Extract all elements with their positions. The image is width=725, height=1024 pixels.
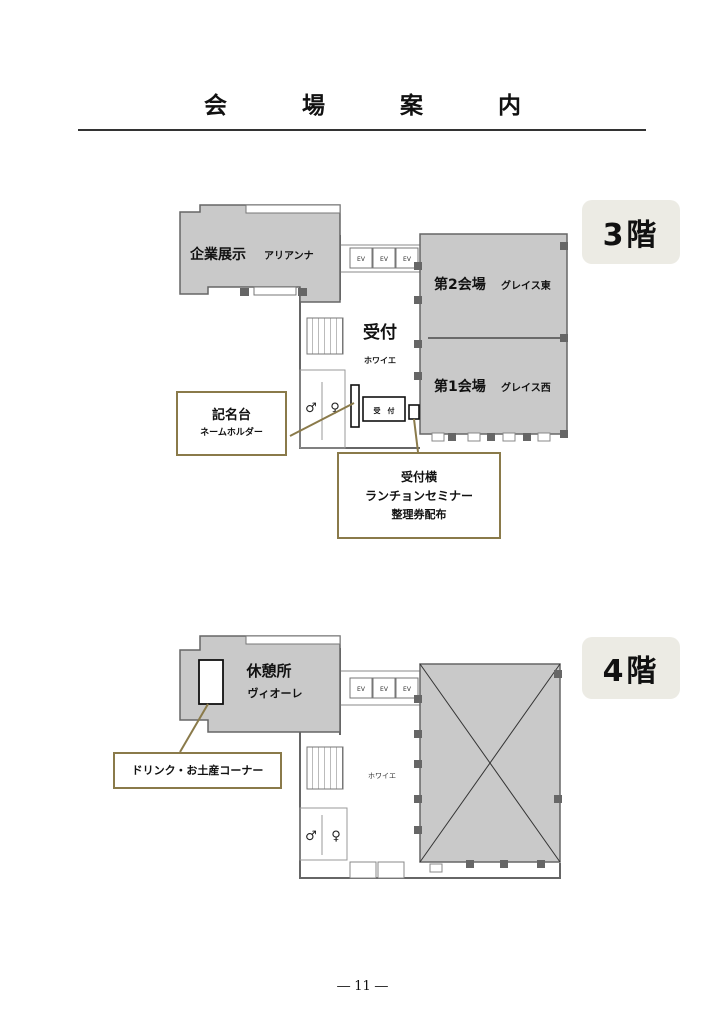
ev-label: EV — [357, 686, 366, 693]
outline-3f — [299, 287, 420, 449]
leader-signin — [289, 402, 355, 437]
floor-badge-3f: 3階 — [582, 200, 680, 264]
callout-signin: 記名台 ネームホルダー — [176, 391, 287, 456]
room-sublabel-hall2: グレイス東 — [501, 279, 551, 292]
restroom-icon: ♀ — [331, 829, 341, 844]
room-label-hall1: 第1会場 — [434, 378, 486, 395]
restroom-icon: ♂ — [305, 829, 317, 844]
signin-desk — [350, 384, 360, 428]
callout-lunch-note: 整理券配布 — [391, 507, 447, 521]
leader-lunch — [413, 418, 419, 453]
reception-desk — [362, 396, 406, 422]
restroom-icon: ♂ — [305, 401, 317, 416]
callout-drink: ドリンク・お土産コーナー — [113, 752, 282, 789]
callout-lunch-sub: ランチョンセミナー — [364, 488, 473, 503]
room-sublabel-lounge: ヴィオーレ — [248, 686, 303, 700]
room-hall-3f — [419, 233, 568, 435]
stairs-3f — [306, 317, 344, 355]
leader-drink — [179, 703, 209, 753]
callout-signin-sub: ネームホルダー — [200, 427, 263, 438]
ev-label: EV — [357, 256, 366, 263]
ev-label: EV — [380, 686, 389, 693]
room-sublabel-exhibit: アリアンナ — [264, 250, 314, 262]
floor-plan-4f: EV EV EV ♂ ♀ — [179, 635, 562, 879]
callout-drink-title: ドリンク・お土産コーナー — [131, 763, 264, 777]
page-number: ― 11 ― — [337, 979, 388, 994]
floor-badge-4f: 4階 — [582, 637, 680, 699]
room-label-reception: 受付 — [363, 322, 397, 343]
ev-label: EV — [403, 256, 412, 263]
room-exhibit-3f — [179, 204, 341, 303]
floor-plan-3f: EV EV EV ♂ ♀ — [179, 204, 568, 453]
room-sublabel-hall1: グレイス西 — [501, 381, 551, 394]
room-label-hall2: 第2会場 — [434, 276, 486, 293]
reception-desk-label: 受 付 — [374, 406, 395, 415]
outline-4f — [299, 727, 561, 879]
elevators-3f: EV EV EV — [349, 247, 419, 269]
elevators-4f: EV EV EV — [349, 677, 419, 699]
room-label-lounge: 休憩所 — [245, 662, 291, 680]
page-title: 会 場 案 内 — [204, 93, 547, 119]
callout-lunch: 受付横 ランチョンセミナー 整理券配布 — [337, 452, 501, 539]
foyer-label-3f: ホワイエ — [364, 356, 396, 365]
stairs-4f — [306, 746, 344, 790]
ev-label: EV — [380, 256, 389, 263]
callout-signin-title: 記名台 — [211, 408, 251, 424]
lunch-desk — [408, 404, 420, 420]
title-divider — [78, 129, 646, 131]
ev-label: EV — [403, 686, 412, 693]
foyer-label-4f: ホワイエ — [368, 772, 396, 780]
room-label-exhibit: 企業展示 — [189, 246, 246, 263]
callout-lunch-title: 受付横 — [400, 470, 437, 485]
drink-counter — [198, 659, 224, 705]
restroom-icon: ♀ — [330, 401, 340, 416]
